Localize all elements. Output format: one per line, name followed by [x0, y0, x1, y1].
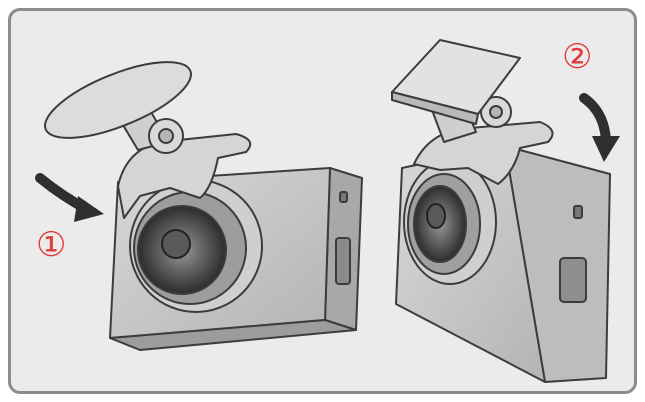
camera-right — [391, 39, 611, 383]
camera-left-knob-screw — [158, 128, 174, 144]
camera-left-port — [335, 237, 351, 285]
camera-right-port — [559, 257, 587, 303]
camera-left-lens-center — [161, 229, 191, 259]
camera-right-lens-center — [426, 203, 446, 229]
push-arrow-2 — [579, 93, 620, 162]
camera-right-knob-screw — [489, 105, 503, 119]
step-2-marker: ② — [562, 37, 593, 77]
camera-left-led — [339, 191, 348, 203]
rotate-arrow-1 — [35, 173, 104, 222]
camera-left-bottom — [109, 319, 357, 351]
camera-right-led — [573, 205, 583, 219]
camera-left — [44, 61, 363, 351]
camera-right-mount-pad-edge — [391, 91, 479, 125]
step-1-marker: ① — [36, 225, 67, 265]
camera-left-mount-pad — [44, 61, 192, 139]
camera-left-clip — [117, 133, 252, 219]
